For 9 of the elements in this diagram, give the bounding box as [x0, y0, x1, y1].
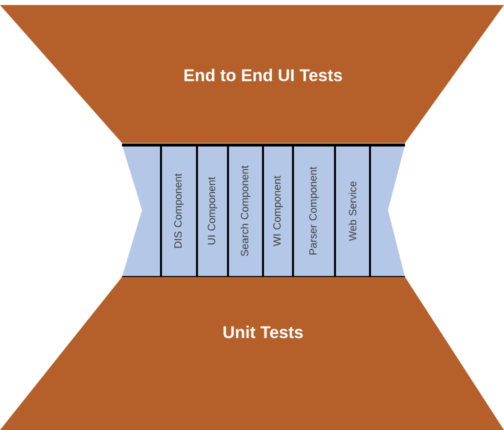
component-column: Parser Component — [292, 144, 336, 278]
band-shape — [122, 143, 405, 278]
component-column: UI Component — [196, 144, 229, 278]
test-layer-trapezoid: End to End UI Tests — [0, 5, 504, 143]
component-column: Web Service — [334, 144, 371, 278]
component-column: DIS Component — [160, 144, 198, 278]
component-column: Search Component — [227, 144, 264, 278]
test-layer-trapezoid: Unit Tests — [0, 277, 504, 430]
component-column: WI Component — [262, 144, 294, 278]
